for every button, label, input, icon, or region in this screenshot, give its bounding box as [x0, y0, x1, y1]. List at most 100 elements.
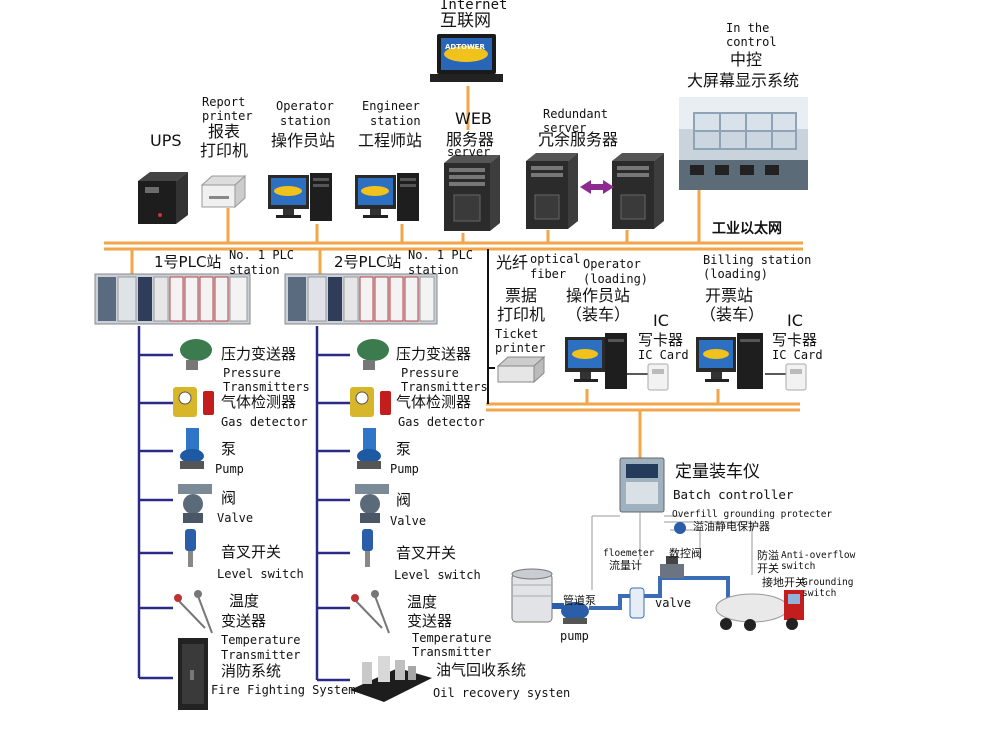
temp-label-zh2-right: 变送器 [407, 612, 453, 630]
overfill-protector-icon [674, 522, 686, 534]
engineer-station-label-en1: Engineer [362, 99, 420, 113]
web-server-label-en: WEB [455, 109, 492, 128]
temp-label-en1-left: Temperature [221, 633, 301, 647]
billing-label-en2: (loading) [703, 267, 769, 281]
redundant-server-label-en1: Redundant [543, 107, 609, 121]
plc1-label-zh: 1号PLC站 [154, 253, 222, 271]
temperature-transmitter-icon-right [351, 590, 390, 634]
level-switch-icon-right [362, 529, 373, 567]
fire-cabinet-icon [178, 638, 208, 710]
fieldbus-left [137, 326, 173, 680]
web-server-label-server: server [447, 145, 491, 159]
level-label-zh-left: 音叉开关 [221, 543, 282, 561]
temp-label-en2-left: Transmitter [221, 648, 301, 662]
level-label-en-left: Level switch [217, 567, 304, 581]
valve-label-en-left: Valve [217, 511, 254, 525]
ticket-printer-label-en1: Ticket [495, 327, 539, 341]
overfill-label-en: Overfill grounding protecter [672, 509, 833, 520]
billing-label-zh1: 开票站 [705, 286, 754, 305]
engineer-station-label-zh: 工程师站 [358, 131, 423, 150]
pump-label-zh-left: 泵 [221, 440, 237, 458]
billing-workstation-icon [696, 333, 763, 389]
operator-loading-label-en2: (loading) [583, 272, 649, 286]
redundant-server-icon [526, 153, 664, 229]
ic-card-writer-icon-1 [647, 363, 669, 391]
laptop-icon [430, 34, 503, 82]
ups-icon [138, 172, 188, 224]
ic2-label-zh1: IC [787, 311, 803, 330]
temp-label-zh1-right: 温度 [407, 593, 438, 611]
plc2-label-en1: No. 1 PLC [408, 248, 474, 262]
plc2-label-zh: 2号PLC站 [334, 253, 402, 271]
fiber-link [487, 249, 495, 404]
ic-card-writer-icon-2 [785, 363, 807, 391]
industrial-ethernet-label: 工业以太网 [712, 221, 782, 237]
overfill-label-zh: 溢油静电保护器 [693, 520, 770, 533]
valve-label-zh-left: 阀 [221, 489, 237, 507]
ic1-label-zh2: 写卡器 [638, 331, 684, 349]
pressure-label-zh-left: 压力变送器 [221, 345, 297, 363]
gas-detector-icon-right [350, 387, 391, 417]
loading-bus [486, 389, 800, 458]
flowmeter-icon [629, 587, 645, 619]
valve-label-en-loading: valve [655, 596, 692, 610]
storage-tank-icon [511, 568, 553, 623]
pressure-label-en1-right: Pressure [401, 366, 459, 380]
operator-station-label-zh: 操作员站 [271, 131, 336, 150]
plc1-label-en1: No. 1 PLC [229, 248, 295, 262]
oil-label-zh: 油气回收系统 [436, 661, 527, 679]
pressure-label-en1-left: Pressure [223, 366, 281, 380]
ticket-printer-label-zh1: 票据 [505, 286, 538, 305]
valve-label-zh-right: 阀 [396, 491, 412, 509]
anti-overflow-label-en2: switch [781, 561, 816, 572]
fire-label-zh: 消防系统 [221, 662, 282, 680]
temp-label-en1-right: Temperature [412, 631, 492, 645]
ethernet-bus [104, 190, 803, 274]
fiber-label-zh: 光纤 [496, 253, 529, 272]
control-label-zh2: 大屏幕显示系统 [687, 71, 800, 90]
operator-loading-workstation-icon [565, 333, 627, 389]
control-room-image [679, 97, 808, 190]
pump-label-en-right: Pump [390, 462, 419, 476]
temp-label-zh2-left: 变送器 [221, 612, 267, 630]
control-label-en1: In the [726, 21, 770, 35]
ic1-label-zh1: IC [653, 311, 669, 330]
plc1-label-en2: station [229, 263, 280, 277]
pump-label-en-loading: pump [560, 629, 589, 643]
fiber-label-en2: fiber [530, 267, 567, 281]
grounding-label-en1: Grounding [802, 577, 854, 588]
fire-label-en: Fire Fighting System [211, 683, 356, 697]
redundancy-arrow-icon [580, 180, 614, 194]
level-label-en-right: Level switch [394, 568, 481, 582]
control-valve-icon [660, 556, 684, 578]
fieldbus-right [315, 326, 350, 682]
gas-label-en-left: Gas detector [221, 415, 308, 429]
pressure-label-zh-right: 压力变送器 [396, 345, 472, 363]
report-printer-label-en1: Report [202, 95, 246, 109]
ic2-label-en: IC Card [772, 348, 823, 362]
batch-signal-lines [591, 512, 753, 590]
gas-label-zh-left: 气体检测器 [221, 393, 297, 411]
flowmeter-label-zh: 流量计 [609, 559, 642, 572]
grounding-label-zh: 接地开关 [762, 576, 806, 589]
ticket-printer-label-en2: printer [495, 341, 546, 355]
level-switch-icon-left [185, 529, 196, 567]
internet-label-zh: 互联网 [440, 11, 491, 31]
engineer-station-label-en2: station [370, 114, 421, 128]
ticket-printer-icon [496, 355, 546, 384]
control-label-zh1: 中控 [730, 50, 763, 69]
web-server-icon [444, 155, 500, 231]
anti-overflow-label-en1: Anti-overflow [781, 550, 856, 561]
anti-overflow-label-zh2: 开关 [757, 562, 779, 575]
tanker-truck-icon [715, 590, 804, 631]
billing-label-en1: Billing station [703, 253, 812, 267]
control-valve-label-zh: 数控阀 [669, 547, 702, 560]
internet-label-en: Internet [440, 0, 508, 13]
gas-detector-icon-left [173, 387, 214, 417]
redundant-server-label-en2: server [543, 121, 587, 135]
pressure-label-en2-right: Transmitters [401, 380, 488, 394]
engineer-workstation-icon [355, 173, 419, 221]
operator-loading-label-zh1: 操作员站 [566, 286, 631, 305]
operator-loading-label-zh2: （装车） [566, 305, 631, 324]
